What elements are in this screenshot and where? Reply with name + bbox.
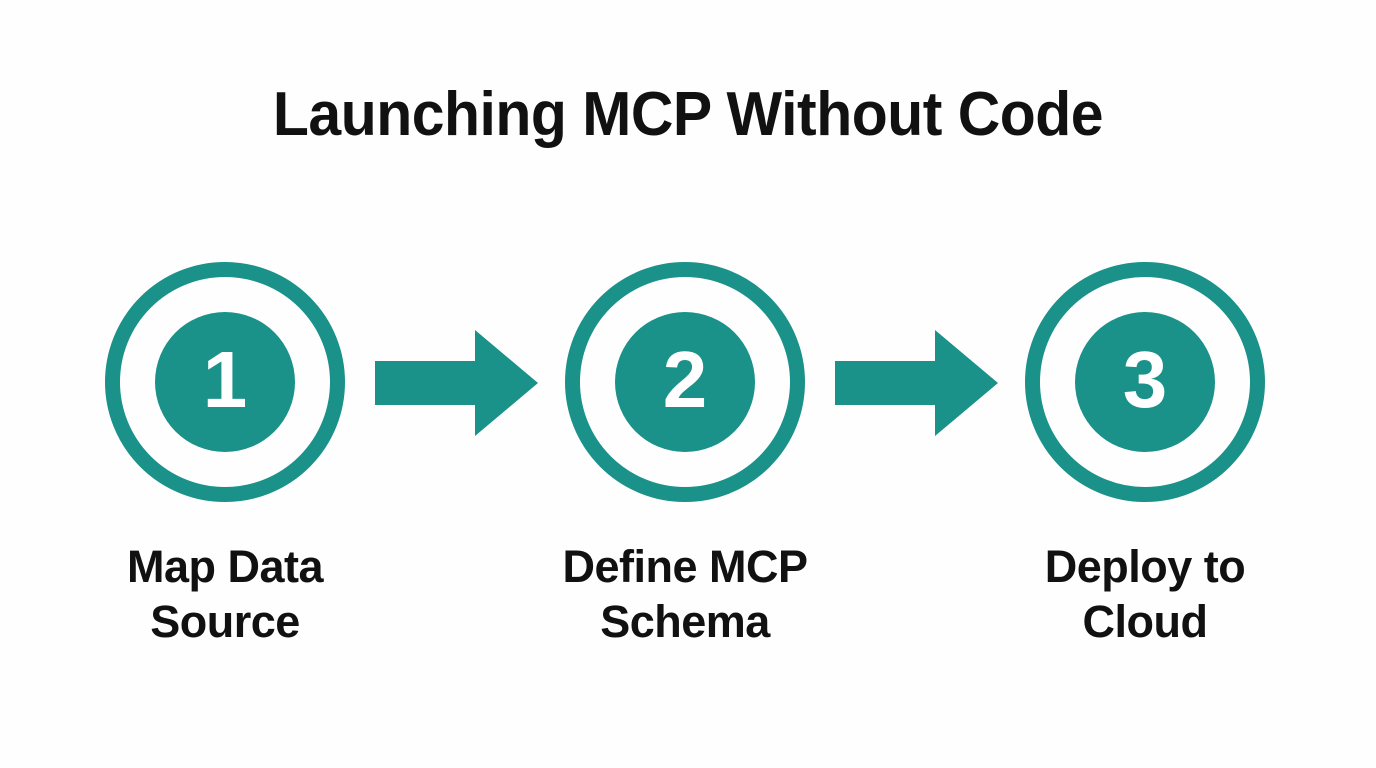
step-3-ring: 3: [1025, 262, 1265, 502]
step-2-number: 2: [662, 335, 708, 424]
step-2-disc: 2: [615, 312, 755, 452]
step-2-caption-line-2: Schema: [600, 595, 770, 647]
step-1-number: 1: [202, 335, 248, 424]
step-2-ring: 2: [565, 262, 805, 502]
step-1-disc: 1: [155, 312, 295, 452]
step-3[interactable]: 3 Deploy to Cloud: [995, 262, 1295, 650]
step-1-caption-line-1: Map Data: [126, 541, 324, 592]
step-2-caption-line-1: Define MCP: [562, 541, 808, 592]
step-1[interactable]: 1 Map Data Source: [75, 262, 375, 650]
step-1-caption-line-2: Source: [150, 595, 300, 647]
arrow-right-icon: [830, 327, 1000, 439]
step-1-caption: Map Data Source: [75, 540, 375, 650]
step-3-number: 3: [1122, 335, 1168, 424]
step-2-caption: Define MCP Schema: [535, 540, 835, 650]
step-3-caption-line-1: Deploy to: [1044, 541, 1246, 592]
page-title: Launching MCP Without Code: [272, 80, 1104, 149]
step-3-disc: 3: [1075, 312, 1215, 452]
step-2[interactable]: 2 Define MCP Schema: [535, 262, 835, 650]
step-3-caption-line-2: Cloud: [1082, 595, 1208, 647]
arrow-right-icon: [370, 327, 540, 439]
step-3-caption: Deploy to Cloud: [995, 540, 1295, 650]
steps-row: 1 Map Data Source 2 Define MCP Schema: [0, 262, 1376, 682]
step-1-ring: 1: [105, 262, 345, 502]
